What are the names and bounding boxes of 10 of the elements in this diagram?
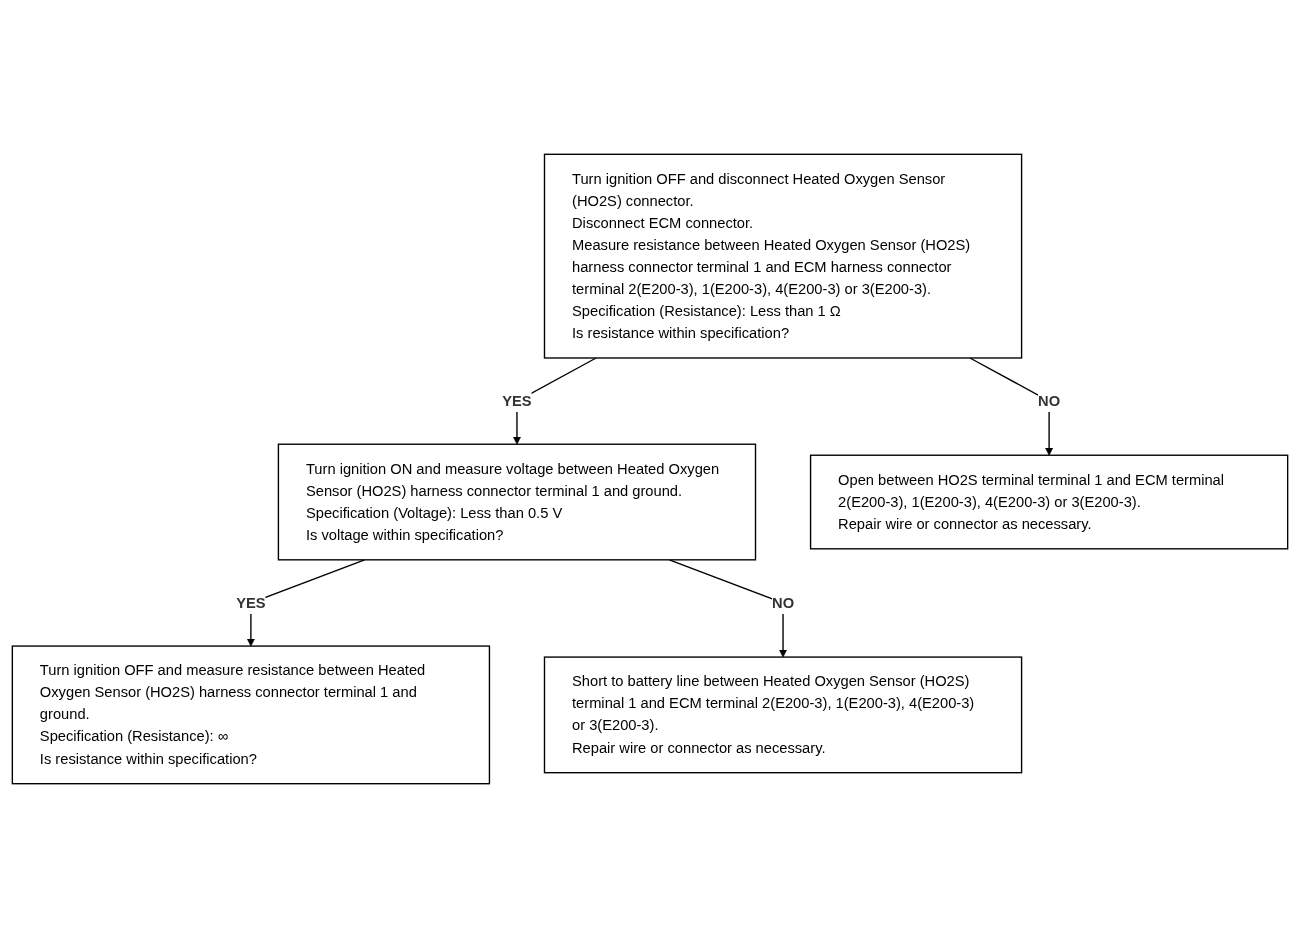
arrow bbox=[969, 357, 1054, 456]
node-box: Turn ignition OFF and disconnect Heated Oxygen Sensor (HO2S) connector. Disconnect ECM connector. Measure resistance between Heated Oxygen Sensor (HO2S) harness connector terminal 1 and ECM harness connector terminal 2(E200-3), 1(E200-3), 4(E200-3) or 3(E200-3). Specification (Resistance): Less than 1 Ω Is resistance within specification? bbox=[543, 153, 1023, 359]
node-box: Open between HO2S terminal terminal 1 and ECM terminal 2(E200-3), 1(E200-3), 4(E200-3) or 3(E200-3). Repair wire or connector as necessary. bbox=[809, 454, 1289, 550]
node-box: Turn ignition ON and measure voltage between Heated Oxygen Sensor (HO2S) harness connector terminal 1 and ground. Specification (Voltage): Less than 0.5 V Is voltage within specification? bbox=[277, 443, 757, 561]
node-box: Turn ignition OFF and measure resistance between Heated Oxygen Sensor (HO2S) harness connector terminal 1 and ground. Specification (Resistance): ∞ Is resistance within specification? bbox=[11, 645, 491, 785]
node-box: Short to battery line between Heated Oxygen Sensor (HO2S) terminal 1 and ECM terminal 2(E200-3), 1(E200-3), 4(E200-3) or 3(E200-3). Repair wire or connector as necessary. bbox=[543, 656, 1023, 774]
edge-label: NO bbox=[1038, 392, 1061, 409]
edge-label: YES bbox=[502, 392, 532, 409]
edge-label: YES bbox=[236, 594, 266, 611]
edge-label: NO bbox=[772, 594, 795, 611]
